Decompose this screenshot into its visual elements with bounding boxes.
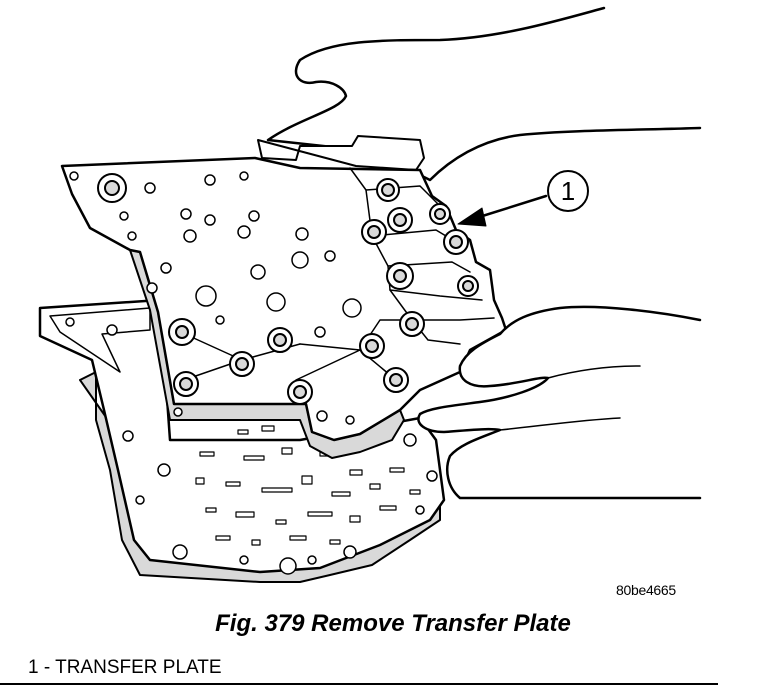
legend-divider <box>0 683 718 685</box>
callout: 1 <box>457 170 589 227</box>
valve-body-plate <box>38 298 446 583</box>
illustration: 1 <box>38 6 702 583</box>
legend-item: 1 - TRANSFER PLATE <box>28 657 222 678</box>
lower-hand <box>417 305 702 500</box>
figure-caption: Fig. 379 Remove Transfer Plate <box>215 610 571 637</box>
reference-code: 80be4665 <box>616 582 676 598</box>
callout-number: 1 <box>561 176 575 206</box>
transfer-plate <box>60 135 508 459</box>
